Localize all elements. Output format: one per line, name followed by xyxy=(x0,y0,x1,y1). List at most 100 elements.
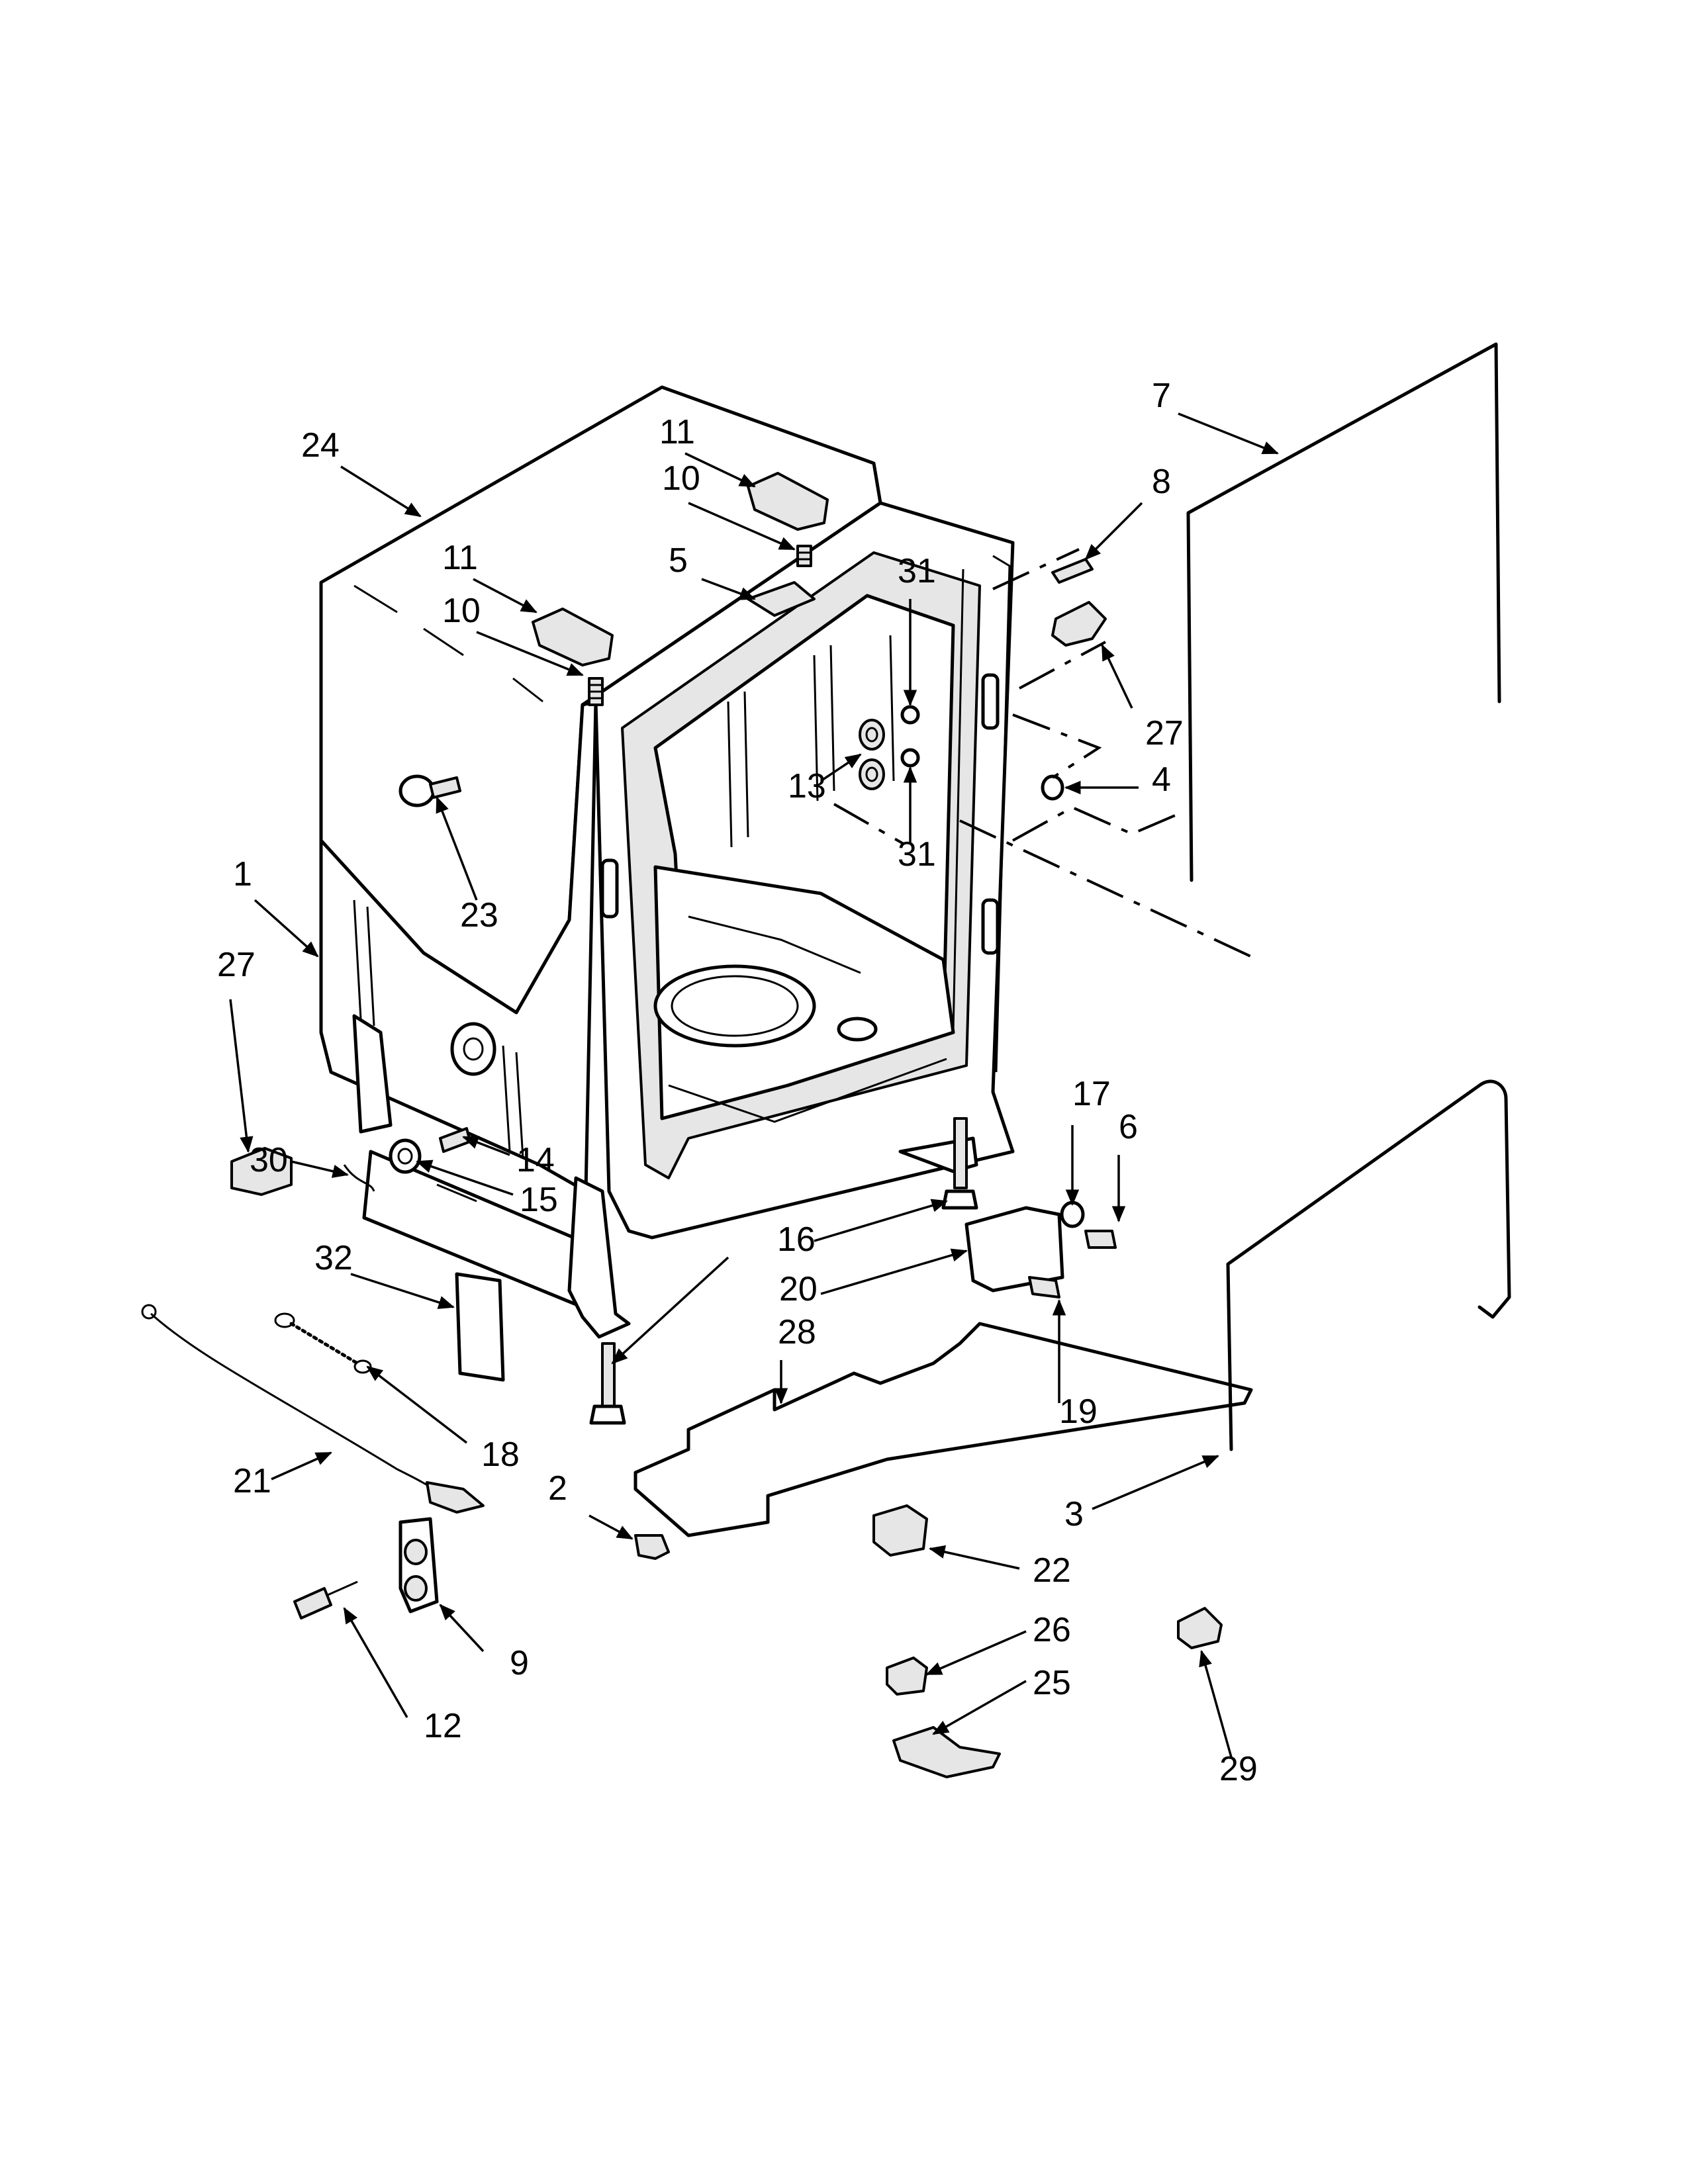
leader-line-32 xyxy=(350,1273,455,1309)
callout-21: 21 xyxy=(233,1462,271,1500)
screw-10b xyxy=(588,677,604,706)
leader-line-11 xyxy=(473,578,538,614)
leader-line-14 xyxy=(462,1136,510,1156)
leader-line-10 xyxy=(688,502,796,551)
leader-line-10 xyxy=(476,631,584,676)
label-32 xyxy=(455,1272,505,1382)
leader-line-27 xyxy=(1101,644,1133,709)
clip-29 xyxy=(1177,1607,1223,1649)
leader-line-26 xyxy=(925,1630,1027,1676)
callout-16: 16 xyxy=(777,1220,816,1259)
leader-line-24 xyxy=(340,465,422,518)
callout-25: 25 xyxy=(1033,1664,1071,1702)
leader-line-20 xyxy=(820,1248,968,1295)
leader-line-5 xyxy=(701,578,756,600)
washer-17 xyxy=(1060,1201,1085,1228)
latch-25 xyxy=(892,1726,1001,1778)
callout-18: 18 xyxy=(481,1435,520,1474)
callout-3: 3 xyxy=(1064,1495,1084,1533)
clip-5 xyxy=(747,581,816,617)
callout-27: 27 xyxy=(217,946,256,984)
callout-26: 26 xyxy=(1033,1611,1071,1649)
leader-line-29 xyxy=(1199,1650,1233,1758)
leader-line-22 xyxy=(929,1545,1020,1570)
callout-24: 24 xyxy=(301,426,340,465)
leader-line-13 xyxy=(820,753,862,782)
callout-10: 10 xyxy=(442,592,481,630)
screw-14 xyxy=(439,1127,471,1153)
leader-line-16 xyxy=(814,1199,948,1242)
callout-5: 5 xyxy=(669,541,688,580)
callout-13: 13 xyxy=(788,767,826,805)
bumper-2 xyxy=(634,1534,670,1560)
leader-line-21 xyxy=(271,1451,332,1480)
screw-6 xyxy=(1084,1230,1117,1249)
callout-12: 12 xyxy=(424,1707,462,1745)
callout-6: 6 xyxy=(1119,1108,1138,1146)
bracket-27-right xyxy=(1051,601,1107,647)
callout-1: 1 xyxy=(233,855,252,893)
leader-line-12 xyxy=(343,1607,408,1718)
callout-7: 7 xyxy=(1152,377,1171,415)
leader-line-2 xyxy=(588,1514,633,1540)
leveling-leg-16b xyxy=(589,1342,626,1425)
leader-line-7 xyxy=(1178,412,1279,455)
leader-line-30 xyxy=(291,1160,349,1178)
callout-29: 29 xyxy=(1219,1750,1258,1788)
callout-27: 27 xyxy=(1145,714,1184,752)
callout-11: 11 xyxy=(442,539,478,577)
leader-line-11 xyxy=(684,452,756,488)
leader-line-16 xyxy=(611,1256,729,1365)
hinge-plate-top xyxy=(747,472,829,531)
leader-line-23 xyxy=(436,796,478,901)
screw-8 xyxy=(1051,558,1094,584)
callout-15: 15 xyxy=(520,1181,558,1219)
hinge-plate-left xyxy=(532,608,614,666)
assembly-lines xyxy=(833,548,1258,961)
leader-line-25 xyxy=(932,1680,1027,1735)
callout-leaders xyxy=(229,412,1279,1758)
screw-10a xyxy=(796,545,812,567)
toe-panel-28 xyxy=(633,1322,1253,1537)
leader-line-15 xyxy=(416,1160,514,1196)
plug-4 xyxy=(1041,774,1064,801)
cap-26 xyxy=(886,1657,928,1696)
washer-31a xyxy=(900,705,920,725)
callout-2: 2 xyxy=(548,1469,567,1508)
callout-32: 32 xyxy=(314,1239,353,1277)
screw-23 xyxy=(399,774,461,807)
callout-9: 9 xyxy=(510,1644,529,1682)
callout-4: 4 xyxy=(1152,760,1171,799)
callout-22: 22 xyxy=(1033,1551,1071,1590)
callout-31: 31 xyxy=(898,835,936,874)
callout-labels: 1234567891010111112131415161617181920212… xyxy=(217,377,1258,1788)
callout-20: 20 xyxy=(779,1270,818,1308)
leader-line-27 xyxy=(229,999,254,1154)
clip-22 xyxy=(872,1504,928,1557)
leader-line-1 xyxy=(254,899,319,958)
callout-8: 8 xyxy=(1152,463,1171,501)
tub-assembly xyxy=(319,385,1015,1240)
callout-23: 23 xyxy=(460,896,498,934)
leader-line-18 xyxy=(366,1365,468,1444)
grommets-13 xyxy=(859,719,885,790)
leveling-leg-16a xyxy=(941,1117,978,1210)
callout-31: 31 xyxy=(898,552,936,590)
callout-10: 10 xyxy=(662,459,700,498)
cable-21 xyxy=(141,1304,485,1514)
bolt-12 xyxy=(293,1580,358,1619)
spring-18 xyxy=(274,1312,372,1374)
callout-19: 19 xyxy=(1059,1392,1098,1431)
clip-9 xyxy=(399,1517,439,1614)
callout-30: 30 xyxy=(250,1141,288,1179)
callout-16: 16 xyxy=(777,1220,816,1259)
leader-line-3 xyxy=(1092,1455,1219,1510)
bracket-27-left xyxy=(230,1147,293,1196)
callout-11: 11 xyxy=(659,413,695,451)
callout-17: 17 xyxy=(1072,1075,1111,1113)
screw-19 xyxy=(1028,1276,1060,1298)
spool-15 xyxy=(389,1138,422,1174)
gasket-3 xyxy=(1226,1079,1511,1451)
washer-31b xyxy=(900,748,920,768)
